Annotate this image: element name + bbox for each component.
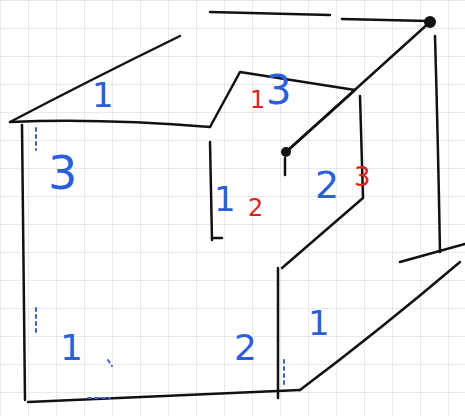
- dimension-number: 1: [92, 78, 114, 112]
- notch-edge: [210, 142, 212, 240]
- notch-edge: [282, 96, 363, 268]
- dimension-number: 3: [266, 70, 291, 110]
- dimension-number: 1: [308, 306, 330, 340]
- top-back-edge: [210, 12, 330, 15]
- tick: [214, 237, 222, 240]
- vertex-dot: [424, 16, 436, 28]
- dimension-number: 2: [234, 330, 257, 366]
- dimension-number: 1: [214, 182, 236, 216]
- vertex-dot: [281, 147, 291, 157]
- dimension-number: 3: [354, 164, 371, 190]
- notch-edge: [284, 158, 287, 175]
- front-right-edge: [277, 268, 280, 398]
- dimension-number: 1: [250, 88, 265, 112]
- top-front-edge: [10, 121, 210, 127]
- dimension-number: 1: [60, 330, 83, 366]
- bottom-right-edge: [300, 262, 460, 390]
- right-back-edge: [435, 36, 440, 252]
- top-left-edge: [10, 36, 180, 122]
- left-edge: [22, 125, 25, 400]
- diagonal-edge: [286, 22, 430, 152]
- dimension-number: 2: [315, 166, 339, 204]
- top-back-edge: [342, 19, 428, 21]
- dimension-number: 2: [248, 196, 263, 220]
- back-bottom-edge: [400, 244, 465, 262]
- bottom-edge: [28, 390, 300, 402]
- dotted-marks: [36, 128, 284, 398]
- dimension-number: 3: [48, 150, 77, 196]
